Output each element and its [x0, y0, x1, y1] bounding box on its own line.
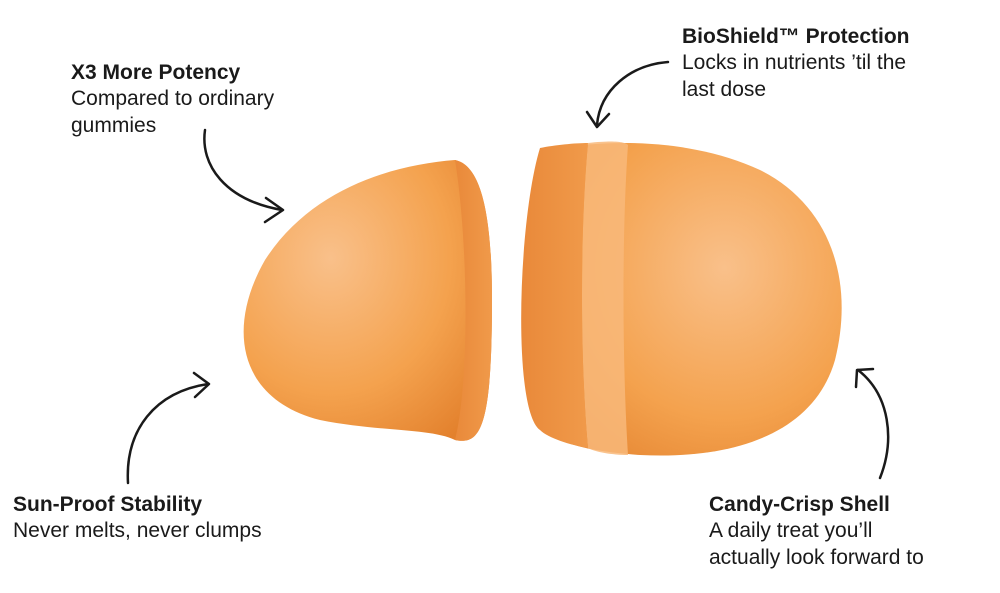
curved-arrow-icon	[126, 371, 211, 485]
callout-potency: X3 More Potency Compared to ordinary gum…	[71, 60, 371, 139]
curved-arrow-icon	[203, 128, 285, 224]
callout-candy-title: Candy-Crisp Shell	[709, 493, 890, 516]
callout-candy: Candy-Crisp Shell A daily treat you’ll a…	[709, 492, 999, 571]
curved-arrow-icon	[585, 60, 670, 129]
callout-potency-desc: Compared to ordinary gummies	[71, 87, 275, 137]
callout-potency-title: X3 More Potency	[71, 61, 241, 84]
callout-sunproof: Sun-Proof Stability Never melts, never c…	[13, 492, 353, 545]
gummy-right-half	[521, 141, 842, 456]
callout-bioshield: BioShield™ Protection Locks in nutrients…	[682, 24, 982, 103]
gummy-left-half	[243, 160, 492, 441]
curved-arrow-icon	[854, 367, 890, 480]
callout-candy-desc: A daily treat you’ll actually look forwa…	[709, 519, 924, 569]
callout-sunproof-title: Sun-Proof Stability	[13, 493, 202, 516]
callout-bioshield-desc: Locks in nutrients ’til the last dose	[682, 51, 907, 101]
callout-sunproof-desc: Never melts, never clumps	[13, 519, 262, 543]
callout-bioshield-title: BioShield™ Protection	[682, 25, 910, 48]
